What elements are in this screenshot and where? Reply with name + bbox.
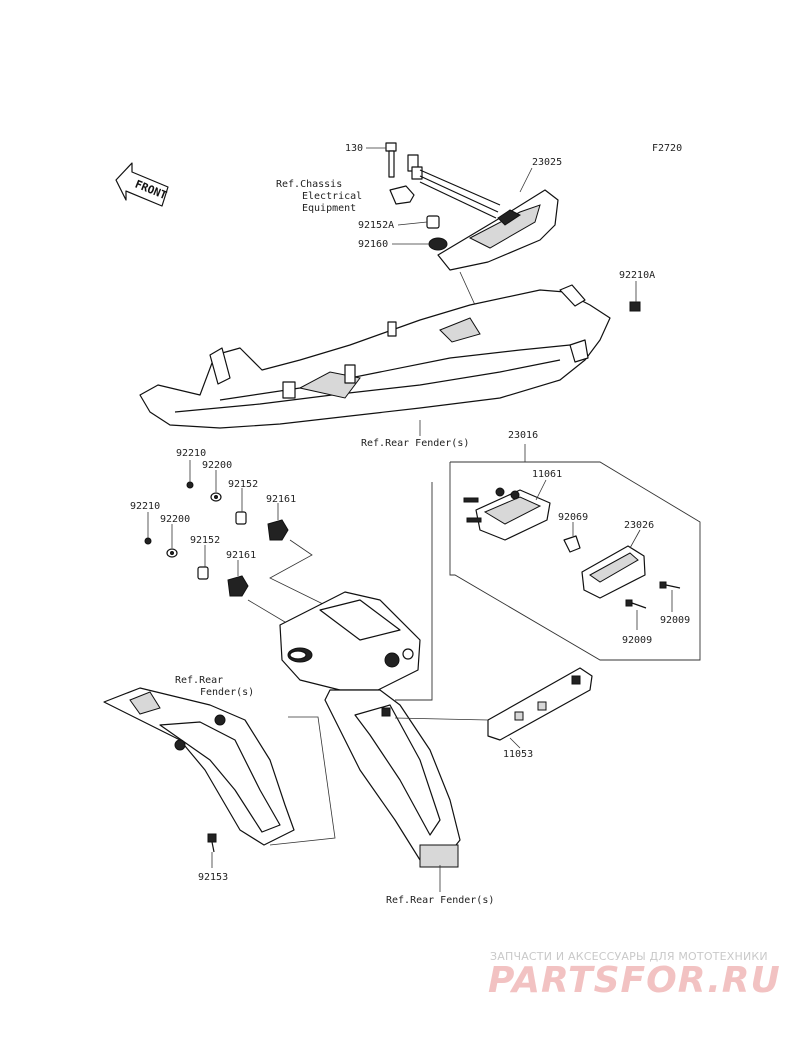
watermark-brand: PARTSFOR.RU [488, 960, 781, 1001]
label-92200-b: 92200 [160, 514, 190, 525]
label-92210-a: 92210 [176, 448, 206, 459]
bolt-130 [366, 142, 397, 178]
diagram-code: F2720 [652, 143, 682, 154]
screw-92009-b [625, 599, 647, 609]
label-ref-chassis-2: Electrical [302, 191, 362, 202]
label-23016: 23016 [508, 430, 538, 441]
collar-92152-b [197, 566, 209, 580]
collar-92152A [426, 215, 440, 229]
lens-23026 [581, 545, 646, 599]
label-11053: 11053 [503, 749, 533, 760]
label-23026: 23026 [624, 520, 654, 531]
assembly-frame-23016 [449, 461, 701, 661]
label-92152-a: 92152 [228, 479, 258, 490]
label-92160: 92160 [358, 239, 388, 250]
label-ref-rear-left-2: Fender(s) [200, 687, 254, 698]
rear-fender-left [103, 687, 295, 846]
label-130: 130 [345, 143, 363, 154]
label-92200-a: 92200 [202, 460, 232, 471]
label-ref-rear-fender-top: Ref.Rear Fender(s) [361, 438, 469, 449]
bolt-92153 [207, 833, 217, 853]
clip-92210A [629, 301, 641, 312]
label-23025: 23025 [532, 157, 562, 168]
front-arrow-icon: FRONT [115, 162, 169, 207]
bracket-11061 [463, 487, 551, 541]
label-92152A: 92152A [358, 220, 394, 231]
nut-92210-b [144, 537, 152, 545]
plate-bracket-11053 [487, 667, 593, 741]
grommet-92160 [428, 237, 448, 251]
wiring-connector [407, 154, 501, 219]
label-92009-a: 92009 [660, 615, 690, 626]
label-ref-rear-left-1: Ref.Rear [175, 675, 223, 686]
chassis-bracket [389, 185, 415, 205]
label-92210A: 92210A [619, 270, 655, 281]
grommet-92161-a [267, 519, 289, 541]
label-92161-a: 92161 [266, 494, 296, 505]
bulb-92069 [563, 535, 581, 553]
label-ref-rear-fender-bottom: Ref.Rear Fender(s) [386, 895, 494, 906]
tail-light-23025 [437, 189, 559, 271]
grommet-92161-b [227, 575, 249, 597]
label-ref-chassis-1: Ref.Chassis [276, 179, 342, 190]
nut-92210-a [186, 481, 194, 489]
screw-92009-a [659, 581, 681, 589]
label-92210-b: 92210 [130, 501, 160, 512]
label-92009-b: 92009 [622, 635, 652, 646]
license-plate-stay [279, 591, 461, 868]
rear-fender-upper [139, 284, 611, 429]
collar-92152-a [235, 511, 247, 525]
label-92161-b: 92161 [226, 550, 256, 561]
label-11061: 11061 [532, 469, 562, 480]
label-92153: 92153 [198, 872, 228, 883]
label-ref-chassis-3: Equipment [302, 203, 356, 214]
label-92069: 92069 [558, 512, 588, 523]
watermark-tagline: ЗАПЧАСТИ И АКСЕССУАРЫ ДЛЯ МОТОТЕХНИКИ [490, 950, 768, 963]
label-92152-b: 92152 [190, 535, 220, 546]
